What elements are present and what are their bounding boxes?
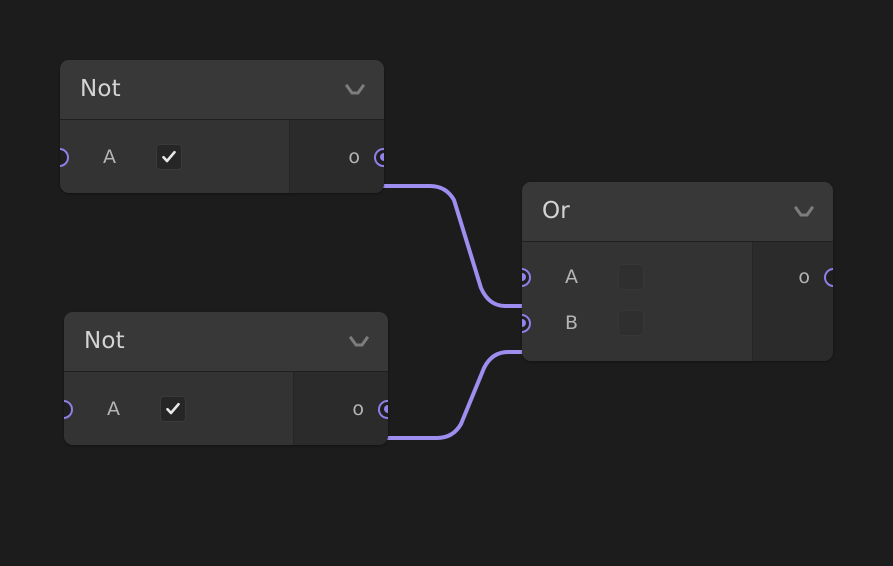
input-port-b[interactable]: [522, 313, 531, 333]
outputs-column: o: [290, 120, 384, 193]
input-row-b[interactable]: B: [522, 300, 752, 346]
edge-not1-to-or-a[interactable]: [376, 184, 542, 308]
node-title: Not: [84, 328, 125, 354]
input-port-a[interactable]: [60, 147, 69, 167]
outputs-column: o: [753, 242, 833, 361]
input-port-a[interactable]: [64, 399, 73, 419]
output-port-o[interactable]: [824, 267, 833, 287]
output-label-o: o: [348, 145, 360, 168]
input-row-a[interactable]: A: [522, 254, 752, 300]
node-or-1[interactable]: Or A B: [522, 182, 833, 361]
chevron-down-icon[interactable]: [793, 201, 815, 223]
output-port-o[interactable]: [378, 399, 388, 419]
output-row-o[interactable]: o: [304, 386, 388, 432]
input-label-b: B: [565, 311, 579, 334]
outputs-column: o: [294, 372, 388, 445]
input-port-a[interactable]: [522, 267, 531, 287]
node-not-2[interactable]: Not A: [64, 312, 388, 445]
node-title: Not: [80, 76, 121, 102]
input-row-a[interactable]: A: [64, 386, 294, 432]
output-row-o[interactable]: o: [763, 254, 833, 300]
chevron-down-icon[interactable]: [344, 79, 366, 101]
input-label-a: A: [565, 265, 578, 288]
node-not-1[interactable]: Not A: [60, 60, 384, 193]
input-label-a: A: [103, 145, 116, 168]
output-label-o: o: [352, 397, 364, 420]
input-label-a: A: [107, 397, 120, 420]
input-checkbox-b[interactable]: [618, 310, 645, 336]
node-body: A o: [60, 120, 384, 193]
output-label-o: o: [798, 265, 810, 288]
inputs-column: A: [60, 120, 290, 193]
node-header[interactable]: Not: [60, 60, 384, 120]
inputs-column: A B: [522, 242, 753, 361]
output-port-o[interactable]: [374, 147, 384, 167]
input-checkbox-a[interactable]: [618, 264, 644, 290]
node-header[interactable]: Not: [64, 312, 388, 372]
edge-not2-to-or-b[interactable]: [380, 350, 542, 440]
node-body: A B: [522, 242, 833, 361]
node-title: Or: [542, 198, 570, 224]
inputs-column: A: [64, 372, 294, 445]
output-row-o[interactable]: o: [300, 134, 384, 180]
chevron-down-icon[interactable]: [348, 331, 370, 353]
node-body: A o: [64, 372, 388, 445]
input-checkbox-a[interactable]: [156, 144, 182, 170]
input-row-a[interactable]: A: [60, 134, 290, 180]
input-checkbox-a[interactable]: [160, 396, 186, 422]
node-header[interactable]: Or: [522, 182, 833, 242]
